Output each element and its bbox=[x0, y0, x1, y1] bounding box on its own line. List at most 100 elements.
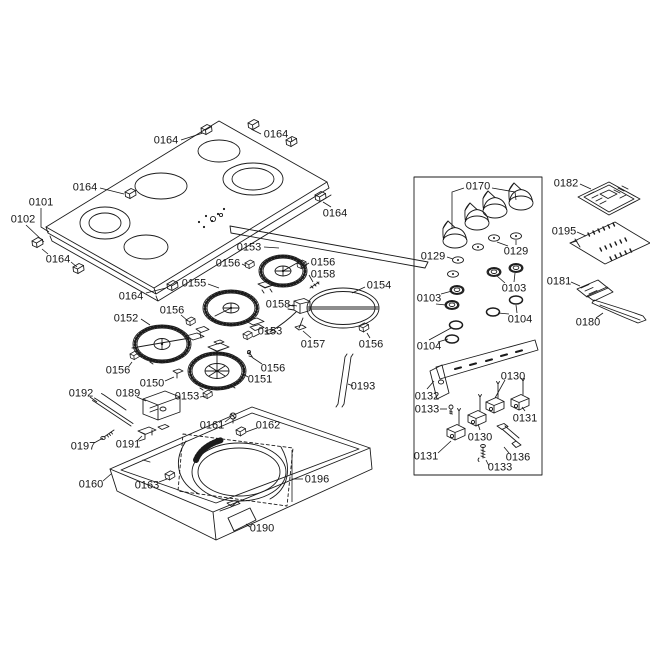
part-number-label: 0158 bbox=[311, 269, 335, 281]
leader-line bbox=[136, 435, 143, 442]
part-number-label: 0131 bbox=[414, 451, 438, 463]
part-number-label: 0136 bbox=[506, 452, 530, 464]
leader-line bbox=[263, 246, 280, 249]
leader-line bbox=[180, 132, 204, 141]
scraper-tool bbox=[576, 279, 647, 324]
leader-line bbox=[40, 208, 50, 233]
part-number-label: 0129 bbox=[504, 246, 528, 258]
part-number-label: 0101 bbox=[29, 197, 53, 209]
leader-line bbox=[428, 327, 452, 341]
part-number-label: 0189 bbox=[116, 388, 140, 400]
part-number-label: 0163 bbox=[135, 480, 159, 492]
part-number-label: 0164 bbox=[264, 129, 288, 141]
leader-line bbox=[576, 231, 587, 237]
part-number-label: 0129 bbox=[421, 251, 445, 263]
leader-line bbox=[446, 256, 454, 260]
part-number-label: 0164 bbox=[119, 291, 143, 303]
leader-line bbox=[158, 478, 168, 483]
leader-line bbox=[347, 383, 354, 387]
part-number-label: 0191 bbox=[116, 439, 140, 451]
leader-line bbox=[477, 423, 481, 431]
leader-line bbox=[140, 318, 151, 326]
part-number-label: 0170 bbox=[466, 181, 490, 193]
leader-line bbox=[290, 136, 293, 143]
leader-line bbox=[426, 380, 435, 390]
part-number-label: 0133 bbox=[488, 462, 512, 474]
leader-line bbox=[491, 187, 517, 201]
leader-line bbox=[245, 427, 258, 433]
leader-line bbox=[515, 304, 518, 314]
wiring bbox=[269, 311, 304, 333]
part-number-label: 0196 bbox=[305, 474, 329, 486]
leader-line bbox=[180, 314, 189, 322]
leader-line bbox=[89, 396, 98, 403]
part-number-label: 0180 bbox=[576, 317, 600, 329]
leader-line bbox=[136, 396, 147, 402]
leader-line bbox=[437, 440, 452, 454]
heating-element-middle bbox=[185, 289, 265, 331]
leader-line bbox=[437, 338, 449, 343]
leader-line bbox=[128, 361, 133, 367]
part-number-label: 0153 bbox=[237, 242, 261, 254]
part-number-label: 0153 bbox=[175, 391, 199, 403]
part-number-label: 0153 bbox=[258, 326, 282, 338]
part-number-label: 0162 bbox=[256, 420, 280, 432]
part-number-label: 0150 bbox=[140, 378, 164, 390]
part-number-label: 0164 bbox=[73, 182, 97, 194]
leader-line bbox=[485, 459, 490, 467]
rating-plate bbox=[227, 507, 257, 532]
heating-element-left bbox=[129, 324, 253, 379]
part-number-label: 0132 bbox=[415, 391, 439, 403]
bottom-pan bbox=[109, 406, 373, 541]
part-number-label: 0157 bbox=[301, 339, 325, 351]
leader-line bbox=[99, 187, 125, 195]
leader-line bbox=[366, 332, 371, 339]
leader-line bbox=[164, 376, 175, 382]
part-number-label: 0182 bbox=[554, 178, 578, 190]
control-module bbox=[577, 181, 641, 216]
part-number-label: 0104 bbox=[508, 314, 532, 326]
part-number-label: 0154 bbox=[367, 280, 391, 292]
part-number-label: 0151 bbox=[248, 374, 272, 386]
switch-bracket bbox=[496, 423, 522, 448]
leader-line bbox=[93, 437, 104, 444]
control-parts-box bbox=[413, 176, 543, 476]
part-number-label: 0133 bbox=[415, 404, 439, 416]
leader-line bbox=[440, 290, 453, 295]
part-number-label: 0195 bbox=[552, 226, 576, 238]
part-number-label: 0152 bbox=[114, 313, 138, 325]
part-number-label: 0158 bbox=[266, 299, 290, 311]
accessory-bag bbox=[569, 221, 650, 265]
leader-line bbox=[241, 263, 247, 267]
leader-line bbox=[302, 330, 312, 339]
leader-line bbox=[496, 241, 509, 247]
part-number-label: 0164 bbox=[323, 208, 347, 220]
leader-line bbox=[513, 272, 516, 283]
leader-line bbox=[497, 312, 510, 315]
leader-line bbox=[41, 248, 49, 255]
part-number-label: 0155 bbox=[182, 278, 206, 290]
leader-line bbox=[570, 281, 581, 287]
leader-line bbox=[252, 357, 263, 365]
part-number-label: 0164 bbox=[46, 254, 70, 266]
leader-line bbox=[579, 183, 592, 190]
part-number-label: 0193 bbox=[351, 381, 375, 393]
leader-line bbox=[308, 274, 314, 283]
part-number-label: 0156 bbox=[160, 305, 184, 317]
glass-cooktop-panel bbox=[31, 119, 429, 302]
leader-line bbox=[145, 287, 167, 294]
part-number-label: 0190 bbox=[250, 523, 274, 535]
part-number-label: 0104 bbox=[417, 341, 441, 353]
leader-line bbox=[102, 473, 112, 482]
control-indicator-dots bbox=[197, 207, 226, 229]
heating-element-oval bbox=[264, 281, 380, 335]
part-number-label: 0156 bbox=[359, 339, 383, 351]
leader-line bbox=[207, 283, 220, 289]
heating-element-top bbox=[244, 254, 308, 294]
leader-line bbox=[595, 312, 604, 319]
leader-line bbox=[435, 303, 447, 306]
trim-strips bbox=[229, 225, 429, 269]
heating-element-bottom bbox=[187, 339, 254, 400]
leader-line bbox=[70, 261, 78, 268]
